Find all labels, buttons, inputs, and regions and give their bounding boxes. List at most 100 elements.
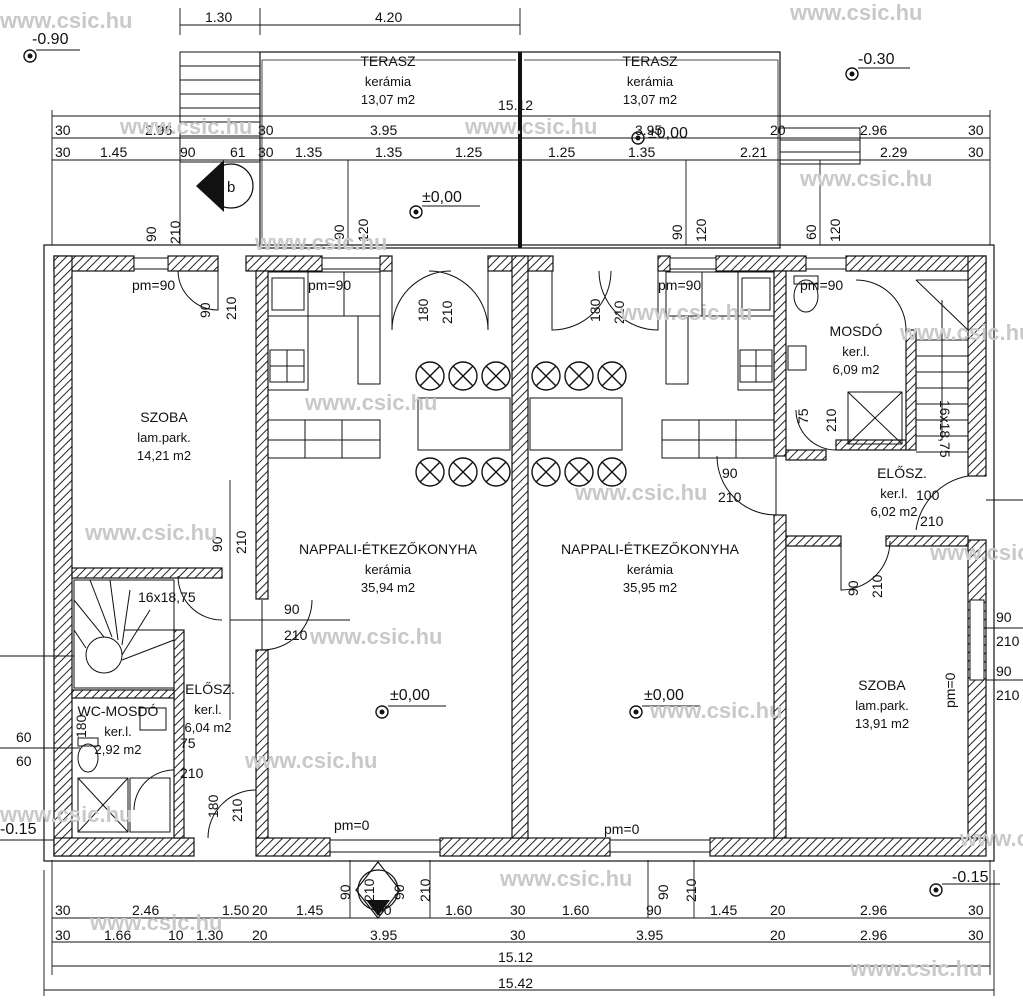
svg-text:1.30: 1.30	[196, 927, 223, 943]
svg-text:4.20: 4.20	[375, 9, 402, 25]
room-nappali-left: NAPPALI-ÉTKEZŐKONYHA kerámia 35,94 m2	[299, 541, 478, 595]
svg-text:30: 30	[968, 144, 984, 160]
level-living-right: ±0,00	[629, 687, 700, 719]
svg-text:www.csic.hu: www.csic.hu	[789, 0, 922, 25]
svg-text:www.csic.hu: www.csic.hu	[89, 910, 222, 935]
level-living-left: ±0,00	[375, 687, 446, 719]
svg-text:pm=0: pm=0	[334, 817, 370, 833]
svg-text:WC-MOSDÓ: WC-MOSDÓ	[78, 703, 159, 719]
svg-text:30: 30	[258, 144, 274, 160]
svg-text:30: 30	[55, 144, 71, 160]
svg-text:30: 30	[55, 122, 71, 138]
top-dimensions: 1.30 4.20 15.12 30 2.96 30 3.95 3.95 20 …	[55, 9, 984, 160]
svg-text:2.96: 2.96	[860, 902, 887, 918]
level-top-right: -0.30	[845, 51, 910, 81]
svg-text:90: 90	[996, 609, 1012, 625]
svg-text:180: 180	[587, 298, 603, 322]
svg-text:kerámia: kerámia	[627, 74, 674, 89]
svg-text:1.60: 1.60	[445, 902, 472, 918]
svg-text:30: 30	[258, 122, 274, 138]
svg-text:210: 210	[996, 687, 1020, 703]
svg-text:www.csic.hu: www.csic.hu	[464, 114, 597, 139]
svg-text:90: 90	[209, 536, 225, 552]
svg-text:kerámia: kerámia	[627, 562, 674, 577]
svg-text:75: 75	[795, 408, 811, 424]
svg-text:ker.l.: ker.l.	[842, 344, 869, 359]
level-top-left: -0.90	[23, 31, 80, 63]
svg-text:www.csic.hu: www.csic.hu	[254, 230, 387, 255]
svg-text:210: 210	[920, 513, 944, 529]
svg-text:2.96: 2.96	[860, 927, 887, 943]
svg-text:60: 60	[16, 753, 32, 769]
svg-text:61: 61	[230, 144, 246, 160]
svg-text:210: 210	[223, 296, 239, 320]
dining-tables	[417, 397, 623, 451]
svg-text:180: 180	[205, 794, 221, 818]
room-nappali-right: NAPPALI-ÉTKEZŐKONYHA kerámia 35,95 m2	[561, 541, 740, 595]
svg-text:www.csic.hu: www.csic.hu	[899, 320, 1023, 345]
svg-text:210: 210	[718, 489, 742, 505]
room-szoba-left: SZOBA lam.park. 14,21 m2	[137, 409, 191, 463]
svg-text:30: 30	[510, 902, 526, 918]
svg-text:15.12: 15.12	[498, 949, 533, 965]
svg-text:13,07 m2: 13,07 m2	[623, 92, 677, 107]
svg-text:±0,00: ±0,00	[644, 687, 684, 704]
svg-text:www.csic.hu: www.csic.hu	[119, 114, 252, 139]
walls	[53, 255, 987, 857]
level-terrace: ±0,00	[409, 189, 480, 219]
svg-text:1.50: 1.50	[222, 902, 249, 918]
svg-text:1.25: 1.25	[455, 144, 482, 160]
svg-text:SZOBA: SZOBA	[140, 409, 188, 425]
dimension-lines	[0, 8, 1023, 996]
bottom-dimensions: 30 2.46 1.50 20 1.45 90 1.60 30 1.60 90 …	[55, 902, 984, 991]
building-outline	[43, 244, 995, 862]
kitchen-right	[661, 271, 775, 459]
svg-text:ELŐSZ.: ELŐSZ.	[185, 681, 235, 697]
svg-text:1.25: 1.25	[548, 144, 575, 160]
room-mosdo: MOSDÓ ker.l. 6,09 m2	[830, 323, 883, 377]
room-szoba-right: SZOBA lam.park. 13,91 m2	[855, 677, 909, 731]
svg-text:1.60: 1.60	[562, 902, 589, 918]
door-b-marker: b	[196, 160, 254, 212]
svg-text:180: 180	[73, 714, 89, 738]
svg-text:www.csic.hu: www.csic.hu	[619, 300, 752, 325]
svg-text:MOSDÓ: MOSDÓ	[830, 323, 883, 339]
svg-text:30: 30	[55, 902, 71, 918]
room-labels: TERASZ kerámia 13,07 m2 TERASZ kerámia 1…	[78, 53, 927, 757]
terrace-steps-right	[779, 127, 861, 165]
svg-text:lam.park.: lam.park.	[855, 698, 908, 713]
svg-text:pm=90: pm=90	[800, 277, 843, 293]
svg-text:16x18,75: 16x18,75	[937, 400, 953, 458]
svg-text:75: 75	[180, 735, 196, 751]
terrace-steps-left	[179, 51, 261, 163]
svg-text:pm=90: pm=90	[132, 277, 175, 293]
svg-text:1.35: 1.35	[628, 144, 655, 160]
svg-text:www.csic.hu: www.csic.hu	[0, 802, 132, 827]
svg-text:210: 210	[611, 300, 627, 324]
svg-text:www.csic.hu: www.csic.hu	[959, 826, 1023, 851]
svg-text:13,07 m2: 13,07 m2	[361, 92, 415, 107]
svg-text:www.csic.hu: www.csic.hu	[849, 956, 982, 981]
staircase-right	[915, 279, 969, 453]
room-terasz-right: TERASZ kerámia 13,07 m2	[622, 53, 678, 107]
svg-text:kerámia: kerámia	[365, 562, 412, 577]
svg-text:3.95: 3.95	[370, 122, 397, 138]
svg-text:90: 90	[646, 902, 662, 918]
svg-text:210: 210	[284, 627, 308, 643]
svg-text:90: 90	[655, 884, 671, 900]
svg-text:210: 210	[996, 633, 1020, 649]
svg-text:210: 210	[180, 765, 204, 781]
svg-text:30: 30	[55, 927, 71, 943]
svg-text:3.95: 3.95	[370, 927, 397, 943]
kitchen-left	[267, 271, 381, 459]
svg-text:20: 20	[252, 902, 268, 918]
svg-text:90: 90	[669, 224, 685, 240]
svg-text:100: 100	[916, 487, 940, 503]
svg-text:www.csic.hu: www.csic.hu	[799, 166, 932, 191]
svg-text:TERASZ: TERASZ	[622, 53, 678, 69]
svg-text:-0.15: -0.15	[0, 821, 37, 838]
doors	[133, 270, 969, 839]
svg-text:-0.15: -0.15	[952, 869, 989, 886]
svg-text:180: 180	[415, 298, 431, 322]
